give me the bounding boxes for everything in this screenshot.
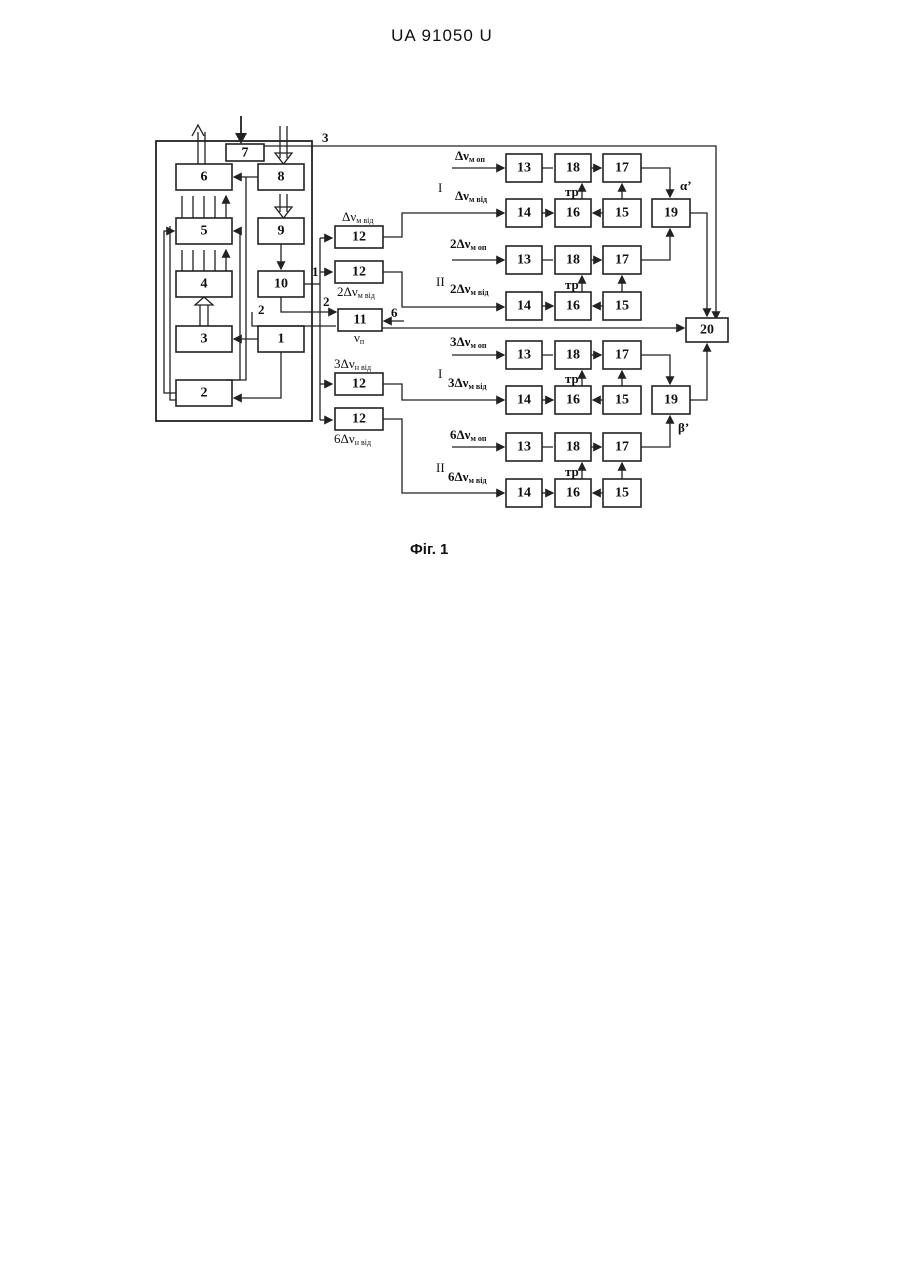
block-17d-label: 17: [615, 440, 629, 455]
processing-grid: 13 18 17 14 16 15 13 18 17 14 16 15 13 1…: [506, 154, 728, 507]
block-15b-label: 15: [615, 299, 629, 314]
block-1-label: 1: [278, 332, 285, 347]
label-6dv-m-vid: 6Δνм від: [448, 469, 487, 485]
block-16b-label: 16: [566, 299, 580, 314]
block-20-label: 20: [700, 323, 714, 338]
label-dv-m-vid: Δνм від: [342, 209, 373, 225]
label-roman-2b: II: [436, 460, 445, 475]
block-3-label: 3: [201, 332, 208, 347]
block-15a-label: 15: [615, 206, 629, 221]
label-3dv-m-op: 3Δνм оп: [450, 334, 487, 350]
line-3-label: 3: [322, 130, 329, 145]
label-3dv-n-vid: 3Δνн від: [334, 356, 371, 372]
block-15d-label: 15: [615, 486, 629, 501]
block-14d-label: 14: [517, 486, 531, 501]
block-14b-label: 14: [517, 299, 531, 314]
label-2dv-m-vid-a: 2Δνм від: [450, 281, 489, 297]
output-2b-label: 2: [323, 294, 330, 309]
block-17b-label: 17: [615, 253, 629, 268]
label-roman-1a: I: [438, 180, 442, 195]
line-6-label: 6: [391, 305, 398, 320]
block-16d-label: 16: [566, 486, 580, 501]
block-18b-label: 18: [566, 253, 580, 268]
block-13b-label: 13: [517, 253, 531, 268]
block-14a-label: 14: [517, 206, 531, 221]
label-2dv-m-op: 2Δνм оп: [450, 236, 487, 252]
block-13d-label: 13: [517, 440, 531, 455]
label-roman-1b: I: [438, 366, 442, 381]
block-9-label: 9: [278, 224, 285, 239]
label-tp-d: тр: [565, 464, 579, 479]
block-16a-label: 16: [566, 206, 580, 221]
label-roman-2a: II: [436, 274, 445, 289]
label-2dv-m-vid: 2Δνм від: [337, 284, 375, 300]
block-16c-label: 16: [566, 393, 580, 408]
block-6-label: 6: [201, 170, 208, 185]
block-8-label: 8: [278, 170, 285, 185]
output-2-label: 2: [258, 302, 265, 317]
block-19b-label: 19: [664, 393, 678, 408]
label-tp-a: тр: [565, 184, 579, 199]
label-tp-c: тр: [565, 371, 579, 386]
block-12b-label: 12: [352, 265, 366, 280]
block-18a-label: 18: [566, 161, 580, 176]
block-18d-label: 18: [566, 440, 580, 455]
output-1-label: 1: [312, 264, 319, 279]
block-11-label: 11: [353, 313, 366, 328]
block-12d-label: 12: [352, 412, 366, 427]
block-12c-label: 12: [352, 377, 366, 392]
label-beta: β’: [678, 420, 689, 435]
label-dv-m-vid-a: Δνм від: [455, 188, 487, 204]
block-13a-label: 13: [517, 161, 531, 176]
block-15c-label: 15: [615, 393, 629, 408]
label-nu-p: νп: [354, 330, 365, 346]
block-4-label: 4: [201, 277, 208, 292]
label-6dv-n-vid: 6Δνн від: [334, 431, 371, 447]
block-17a-label: 17: [615, 161, 629, 176]
label-dv-m-op: Δνм оп: [455, 148, 485, 164]
block-14c-label: 14: [517, 393, 531, 408]
block-5-label: 5: [201, 224, 208, 239]
label-3dv-m-vid: 3Δνм від: [448, 375, 487, 391]
block-10-outputs: 1 2 2 3: [252, 130, 716, 420]
label-tp-b: тр: [565, 277, 579, 292]
label-alpha: α’: [680, 178, 692, 193]
block-17c-label: 17: [615, 348, 629, 363]
block-2-label: 2: [201, 386, 208, 401]
block-12a-label: 12: [352, 230, 366, 245]
block-19a-label: 19: [664, 206, 678, 221]
block-18c-label: 18: [566, 348, 580, 363]
block-13c-label: 13: [517, 348, 531, 363]
label-6dv-m-op: 6Δνм оп: [450, 427, 487, 443]
block-10-label: 10: [274, 277, 288, 292]
figure-caption: Фіг. 1: [410, 541, 448, 558]
block-7-label: 7: [242, 146, 249, 161]
